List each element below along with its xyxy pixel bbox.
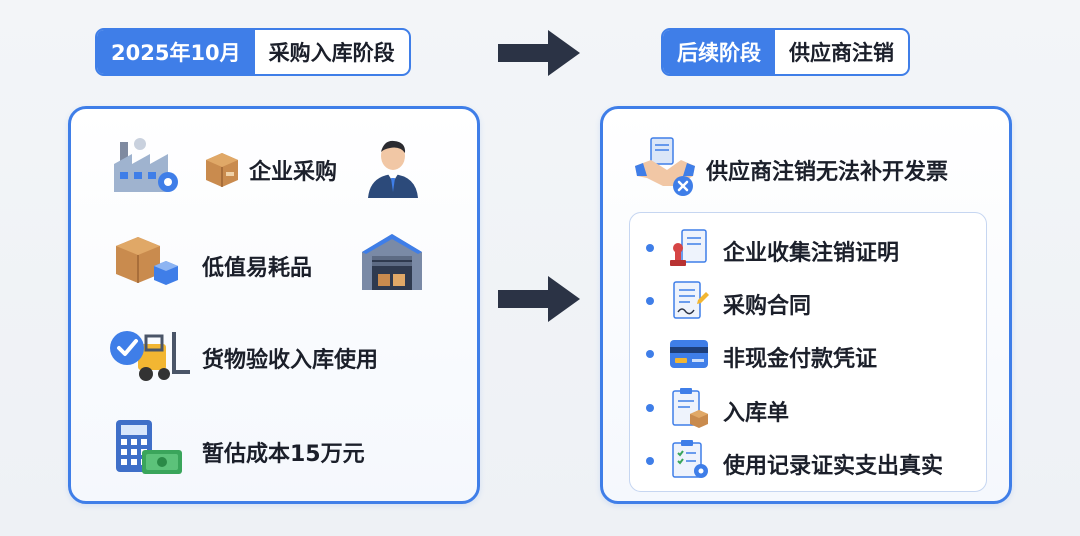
panel-title: 供应商注销无法补开发票 xyxy=(706,160,949,185)
arrow-right-icon xyxy=(498,276,580,322)
stage-name: 供应商注销 xyxy=(789,41,894,65)
stage-name: 采购入库阶段 xyxy=(268,41,395,65)
forklift-check-icon xyxy=(110,331,190,381)
right-panel-title: 供应商注销无法补开发票 xyxy=(706,154,948,186)
bullet-dot xyxy=(646,244,654,252)
stage-tag-purchase: 2025年10月 采购入库阶段 xyxy=(95,28,411,76)
stage-date: 2025年10月 xyxy=(97,30,255,74)
left-item-1: 企业采购 xyxy=(249,154,337,186)
handshake-cancel-icon xyxy=(635,137,695,196)
left-item-3: 货物验收入库使用 xyxy=(202,342,378,374)
bullet-dot xyxy=(646,297,654,305)
businessman-icon xyxy=(368,140,418,198)
factory-icon xyxy=(114,138,178,192)
warehouse-icon xyxy=(362,234,422,290)
item-label: 非现金付款凭证 xyxy=(723,347,878,372)
bullet-dot xyxy=(646,350,654,358)
left-item-4: 暂估成本15万元 xyxy=(202,436,365,468)
bullet-dot xyxy=(646,457,654,465)
boxes-icon xyxy=(116,237,178,285)
bullet-dot xyxy=(646,404,654,412)
item-label: 暂估成本15万元 xyxy=(202,442,365,467)
item-label: 企业采购 xyxy=(249,160,338,185)
evidence-item-1: 企业收集注销证明 xyxy=(723,235,899,267)
evidence-item-2: 采购合同 xyxy=(723,288,811,320)
item-label: 企业收集注销证明 xyxy=(723,241,900,266)
evidence-item-4: 入库单 xyxy=(723,395,789,427)
box-icon xyxy=(206,153,238,187)
item-label: 采购合同 xyxy=(723,294,812,319)
stamp-document-icon xyxy=(670,229,707,266)
evidence-item-3: 非现金付款凭证 xyxy=(723,341,877,373)
contract-icon xyxy=(673,281,709,319)
item-label: 货物验收入库使用 xyxy=(202,348,379,373)
evidence-item-5: 使用记录证实支出真实 xyxy=(723,448,943,480)
arrow-right-icon xyxy=(498,30,580,76)
clipboard-box-icon xyxy=(672,388,708,428)
item-label: 入库单 xyxy=(723,401,790,426)
calculator-money-icon xyxy=(116,420,182,474)
card-icon xyxy=(670,340,708,368)
left-item-2: 低值易耗品 xyxy=(202,250,312,282)
stage-date: 后续阶段 xyxy=(663,30,775,74)
checklist-icon xyxy=(672,440,708,478)
item-label: 使用记录证实支出真实 xyxy=(723,454,944,479)
item-label: 低值易耗品 xyxy=(202,256,313,281)
stage-tag-later: 后续阶段 供应商注销 xyxy=(661,28,910,76)
